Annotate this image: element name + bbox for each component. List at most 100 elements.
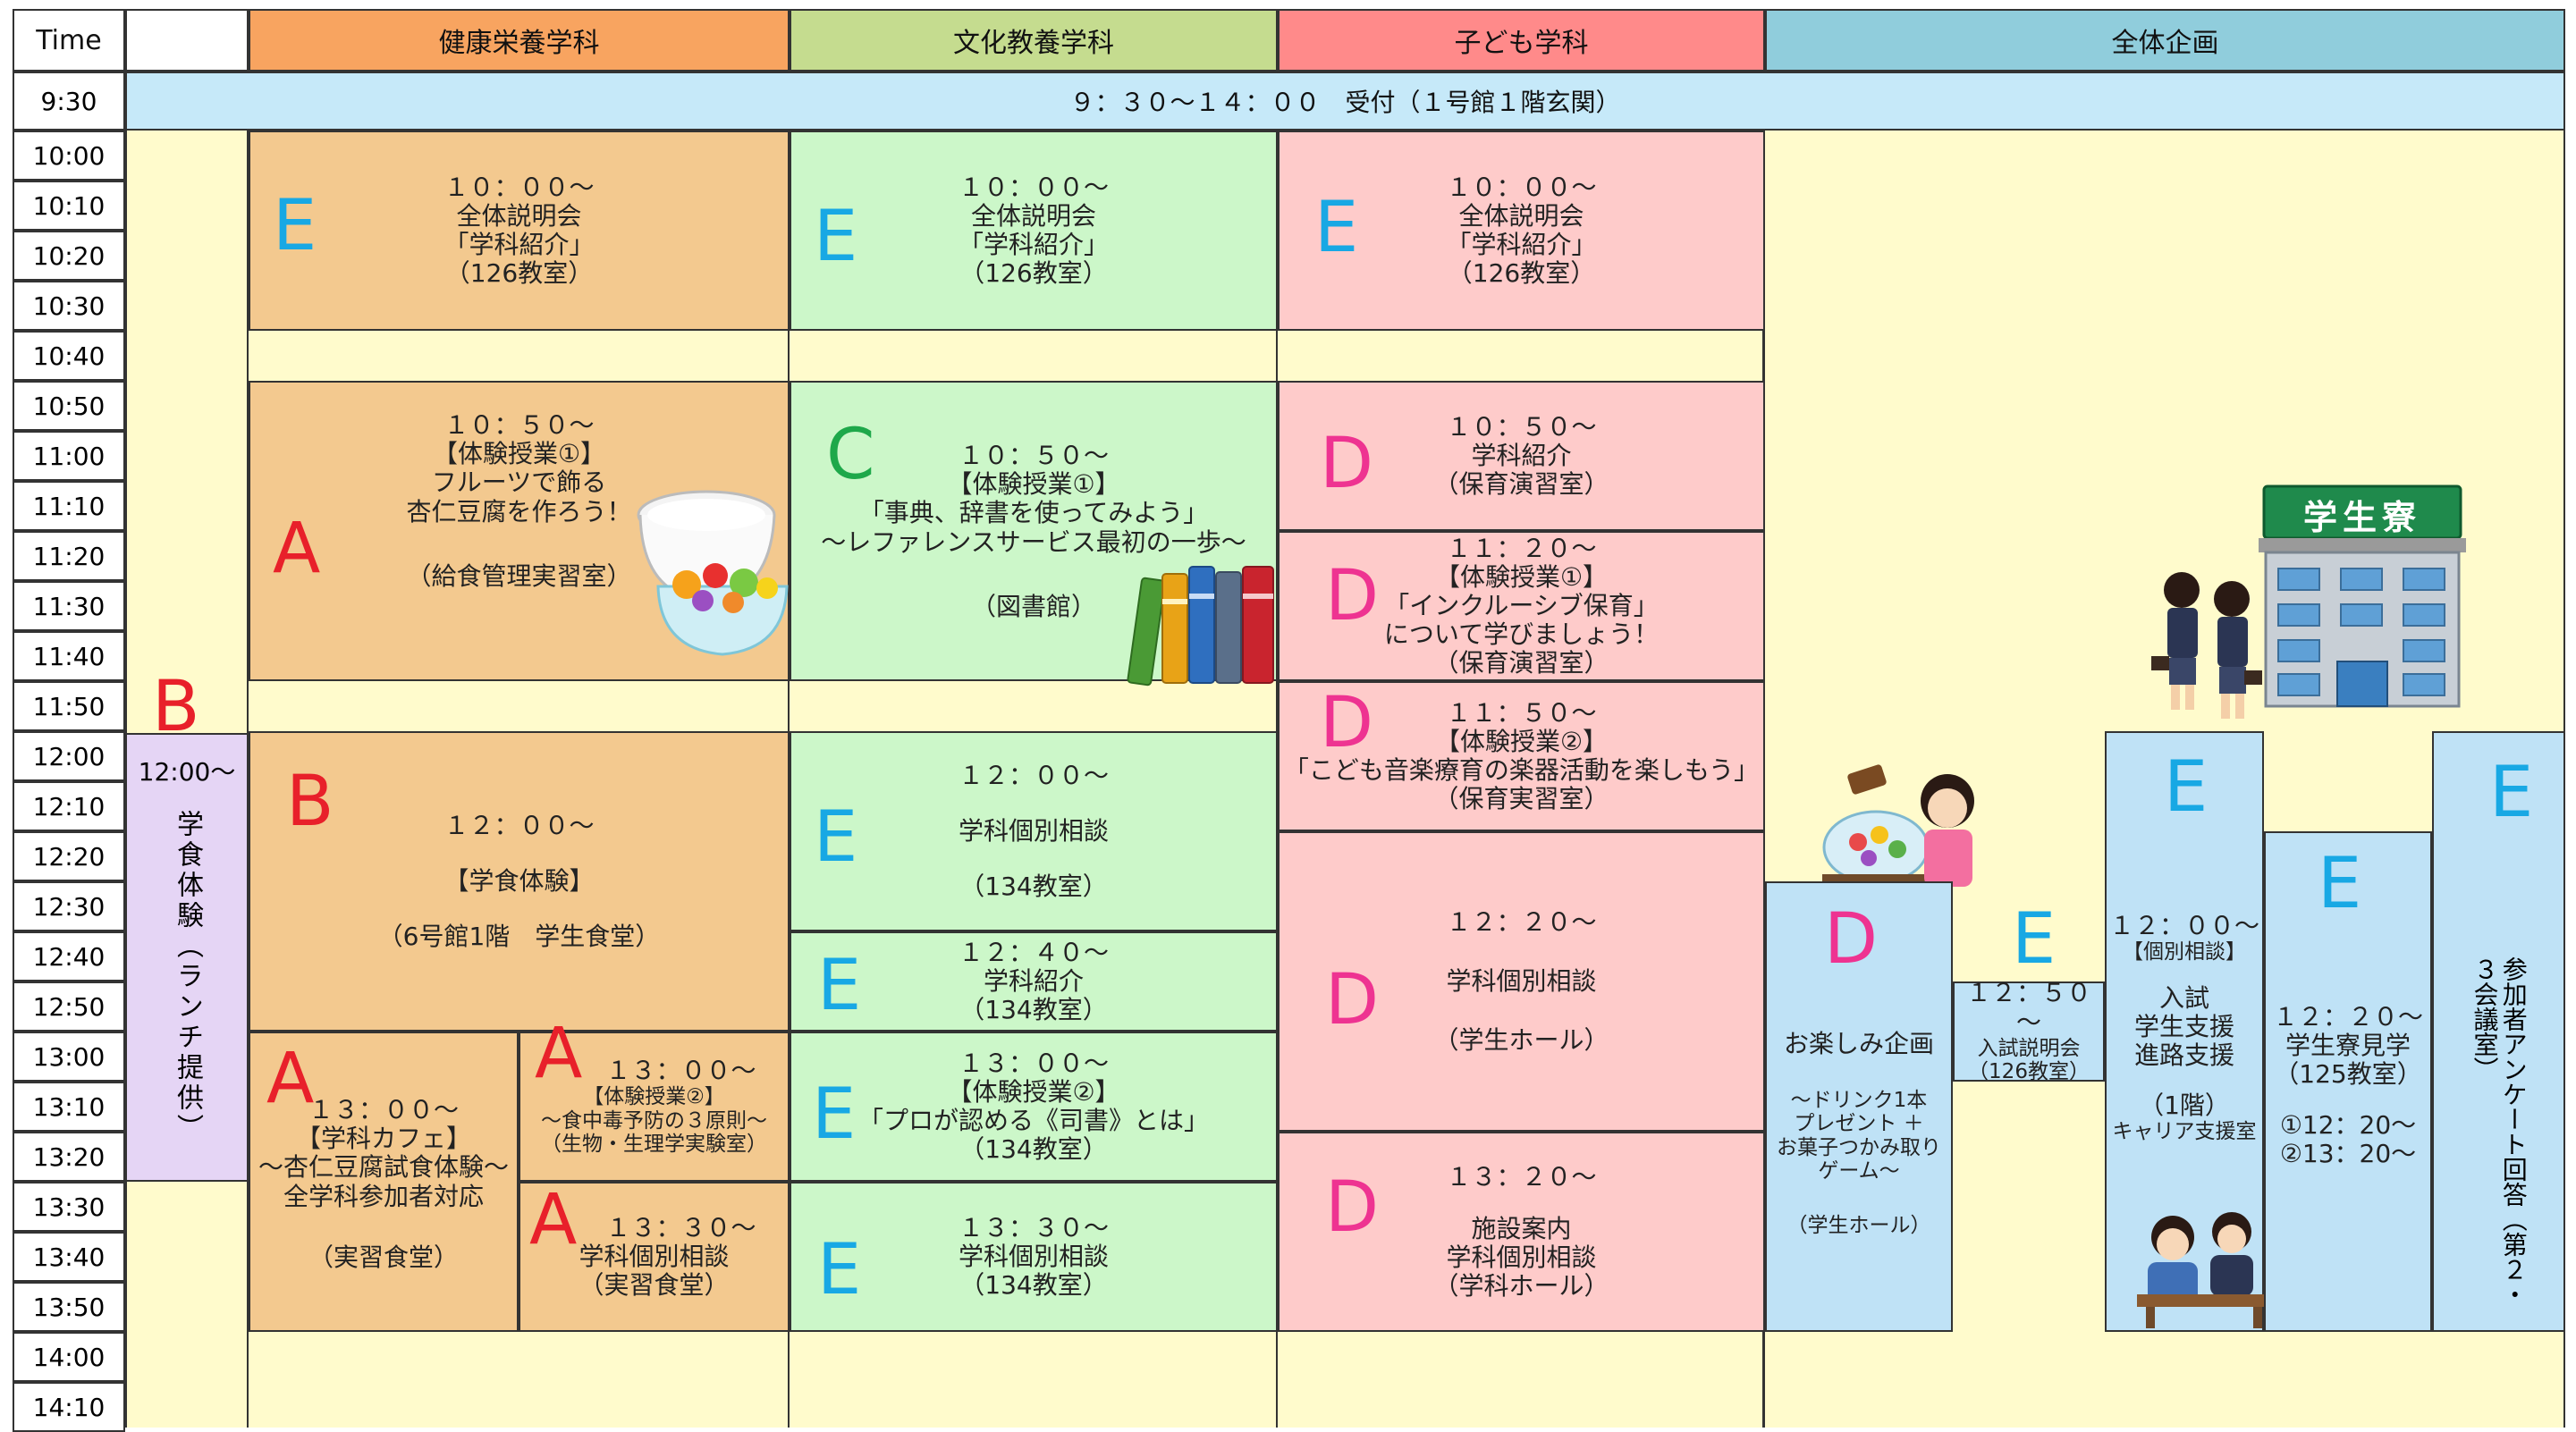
block-line: 【体験授業②】 bbox=[583, 1085, 725, 1109]
block-time: １３：３０～ bbox=[958, 1212, 1109, 1242]
block-room: （実習食堂） bbox=[579, 1270, 730, 1301]
health-block-lunch: １２：００～ 【学食体験】 （6号館1階 学生食堂） bbox=[249, 731, 790, 1032]
block-room: （給食管理実習室） bbox=[406, 560, 632, 591]
block-line: 学科個別相談 bbox=[1446, 965, 1597, 996]
block-time: １１：２０～ bbox=[1446, 533, 1597, 563]
block-room: （6号館1階 学生食堂） bbox=[377, 922, 661, 952]
block-room: （実習食堂） bbox=[308, 1242, 459, 1272]
block-line: 全体説明会 bbox=[456, 200, 582, 231]
block-room: （134教室） bbox=[959, 1134, 1108, 1165]
block-time: １２：００～ bbox=[958, 760, 1109, 790]
health-block-cafe: １３：００～ 【学科カフェ】 ～杏仁豆腐試食体験～ 全学科参加者対応 （実習食堂… bbox=[249, 1032, 519, 1332]
culture-block-consult1: １２：００～ 学科個別相談 （134教室） bbox=[790, 731, 1278, 931]
block-line: 【学科カフェ】 bbox=[295, 1124, 471, 1154]
block-line: ①12：20～ bbox=[2279, 1109, 2417, 1140]
header-culture: 文化教養学科 bbox=[790, 9, 1278, 72]
health-block-orientation: １０：００～ 全体説明会 「学科紹介」 （126教室） bbox=[249, 131, 790, 331]
time-slot: 12:20 bbox=[13, 831, 125, 881]
header-all: 全体企画 bbox=[1765, 9, 2565, 72]
letter-e-culture-5: E bbox=[817, 1230, 862, 1310]
culture-block-consult2: １３：３０～ 学科個別相談 （134教室） bbox=[790, 1182, 1278, 1332]
block-line: 全学科参加者対応 bbox=[283, 1181, 484, 1211]
child-block-consult: １２：２０～ 学科個別相談 （学生ホール） bbox=[1278, 831, 1765, 1132]
block-time: １２：２０～ bbox=[1446, 906, 1597, 937]
time-column: 10:00 10:10 10:20 10:30 10:40 10:50 11:0… bbox=[13, 131, 125, 1432]
block-line: 【学食体験】 bbox=[443, 865, 595, 896]
block-line: 杏仁豆腐を作ろう！ bbox=[406, 496, 632, 526]
culture-block-intro: １２：４０～ 学科紹介 （134教室） bbox=[790, 931, 1278, 1032]
header-child: 子ども学科 bbox=[1278, 9, 1765, 72]
block-room: （学科ホール） bbox=[1433, 1271, 1609, 1301]
health-block-consult: １３：３０～ 学科個別相談 （実習食堂） bbox=[519, 1182, 790, 1332]
dormitory-illustration bbox=[2151, 484, 2466, 719]
time-slot: 10:00 bbox=[13, 131, 125, 181]
block-line: （1階） bbox=[2139, 1091, 2230, 1121]
culture-block-class2: １３：００～ 【体験授業②】 「プロが認める《司書》とは」 （134教室） bbox=[790, 1032, 1278, 1182]
block-line: 学生寮見学 bbox=[2285, 1031, 2411, 1061]
block-time: １３：２０～ bbox=[1446, 1161, 1597, 1192]
block-time: １２：００～ bbox=[443, 810, 595, 840]
time-slot: 10:20 bbox=[13, 231, 125, 281]
block-room: （125教室） bbox=[2274, 1059, 2422, 1090]
block-line: 入試 bbox=[2158, 982, 2209, 1013]
reception-banner: ９：３０～１４：００ 受付（１号館１階玄関） bbox=[125, 72, 2565, 131]
block-line: ～食中毒予防の３原則～ bbox=[541, 1108, 767, 1133]
letter-e-health: E bbox=[273, 186, 317, 266]
header-health: 健康栄養学科 bbox=[249, 9, 790, 72]
block-line: について学びましょう！ bbox=[1383, 619, 1660, 650]
time-slot: 11:30 bbox=[13, 581, 125, 631]
lunch-time: 12:00～ bbox=[138, 757, 236, 787]
child-block-tour: １３：２０～ 施設案内 学科個別相談 （学科ホール） bbox=[1278, 1132, 1765, 1332]
block-line: ゲーム～ bbox=[1818, 1159, 1900, 1184]
child-block-intro: １０：５０～ 学科紹介 （保育演習室） bbox=[1278, 381, 1765, 531]
time-slot: 13:00 bbox=[13, 1032, 125, 1082]
block-line: ～レファレンスサービス最初の一歩～ bbox=[821, 526, 1246, 557]
letter-d-child-5: D bbox=[1325, 1167, 1380, 1248]
block-line: 【個別相談】 bbox=[2123, 940, 2246, 964]
time-slot: 10:40 bbox=[13, 331, 125, 381]
time-slot: 12:40 bbox=[13, 931, 125, 981]
block-time: １３：００～ bbox=[308, 1095, 459, 1125]
block-time: １０：００～ bbox=[443, 172, 595, 202]
consultation-illustration bbox=[2137, 1212, 2271, 1328]
block-line: お楽しみ企画 bbox=[1783, 1028, 1934, 1058]
letter-e-culture-2: E bbox=[814, 797, 858, 878]
block-line: 学科個別相談 bbox=[958, 815, 1109, 846]
time-slot: 14:10 bbox=[13, 1382, 125, 1432]
block-time: １３：００～ bbox=[958, 1048, 1109, 1078]
block-line: 「事典、辞書を使ってみよう」 bbox=[858, 498, 1209, 528]
time-slot: 11:50 bbox=[13, 681, 125, 731]
block-time: １０：５０～ bbox=[443, 410, 595, 440]
block-line: 学科個別相談 bbox=[1446, 1242, 1597, 1272]
time-slot: 12:50 bbox=[13, 981, 125, 1032]
block-line: 【体験授業①】 bbox=[947, 469, 1120, 500]
survey-text: 参加者アンケート回答（第２・３会議室） bbox=[2470, 956, 2529, 1307]
block-line: 【体験授業②】 bbox=[1434, 726, 1609, 756]
block-line: 施設案内 bbox=[1471, 1213, 1572, 1243]
lunch-block: 12:00～ 学食体験（ランチ提供） bbox=[125, 733, 249, 1182]
letter-a-health-3: A bbox=[535, 1014, 583, 1094]
block-room: キャリア支援室 bbox=[2112, 1120, 2257, 1144]
letter-e-culture-4: E bbox=[812, 1074, 857, 1155]
letter-c-culture: C bbox=[826, 415, 875, 495]
letter-d-child-4: D bbox=[1325, 960, 1380, 1040]
letter-d-child-3: D bbox=[1320, 683, 1374, 763]
time-slot: 10:30 bbox=[13, 281, 125, 331]
time-slot: 13:20 bbox=[13, 1132, 125, 1182]
letter-b-lunch: B bbox=[152, 667, 200, 747]
block-line: 入試説明会 bbox=[1977, 1036, 2081, 1060]
time-slot: 14:00 bbox=[13, 1332, 125, 1382]
block-line: 学科紹介 bbox=[983, 965, 1084, 996]
time-slot: 12:10 bbox=[13, 781, 125, 831]
letter-e-all-3: E bbox=[2318, 844, 2362, 924]
all-block-exam: １２：５０～ 入試説明会 （126教室） bbox=[1953, 979, 2105, 1083]
letter-e-all-4: E bbox=[2489, 753, 2534, 833]
child-block-orientation: １０：００～ 全体説明会 「学科紹介」 （126教室） bbox=[1278, 131, 1765, 331]
block-line: ～ドリンク1本 bbox=[1790, 1089, 1928, 1112]
header-time: Time bbox=[13, 9, 125, 72]
time-slot: 13:30 bbox=[13, 1182, 125, 1232]
block-line: 【体験授業①】 bbox=[432, 439, 606, 469]
block-line: 進路支援 bbox=[2133, 1040, 2234, 1070]
time-slot: 11:00 bbox=[13, 431, 125, 481]
block-line: 学生支援 bbox=[2133, 1011, 2234, 1041]
